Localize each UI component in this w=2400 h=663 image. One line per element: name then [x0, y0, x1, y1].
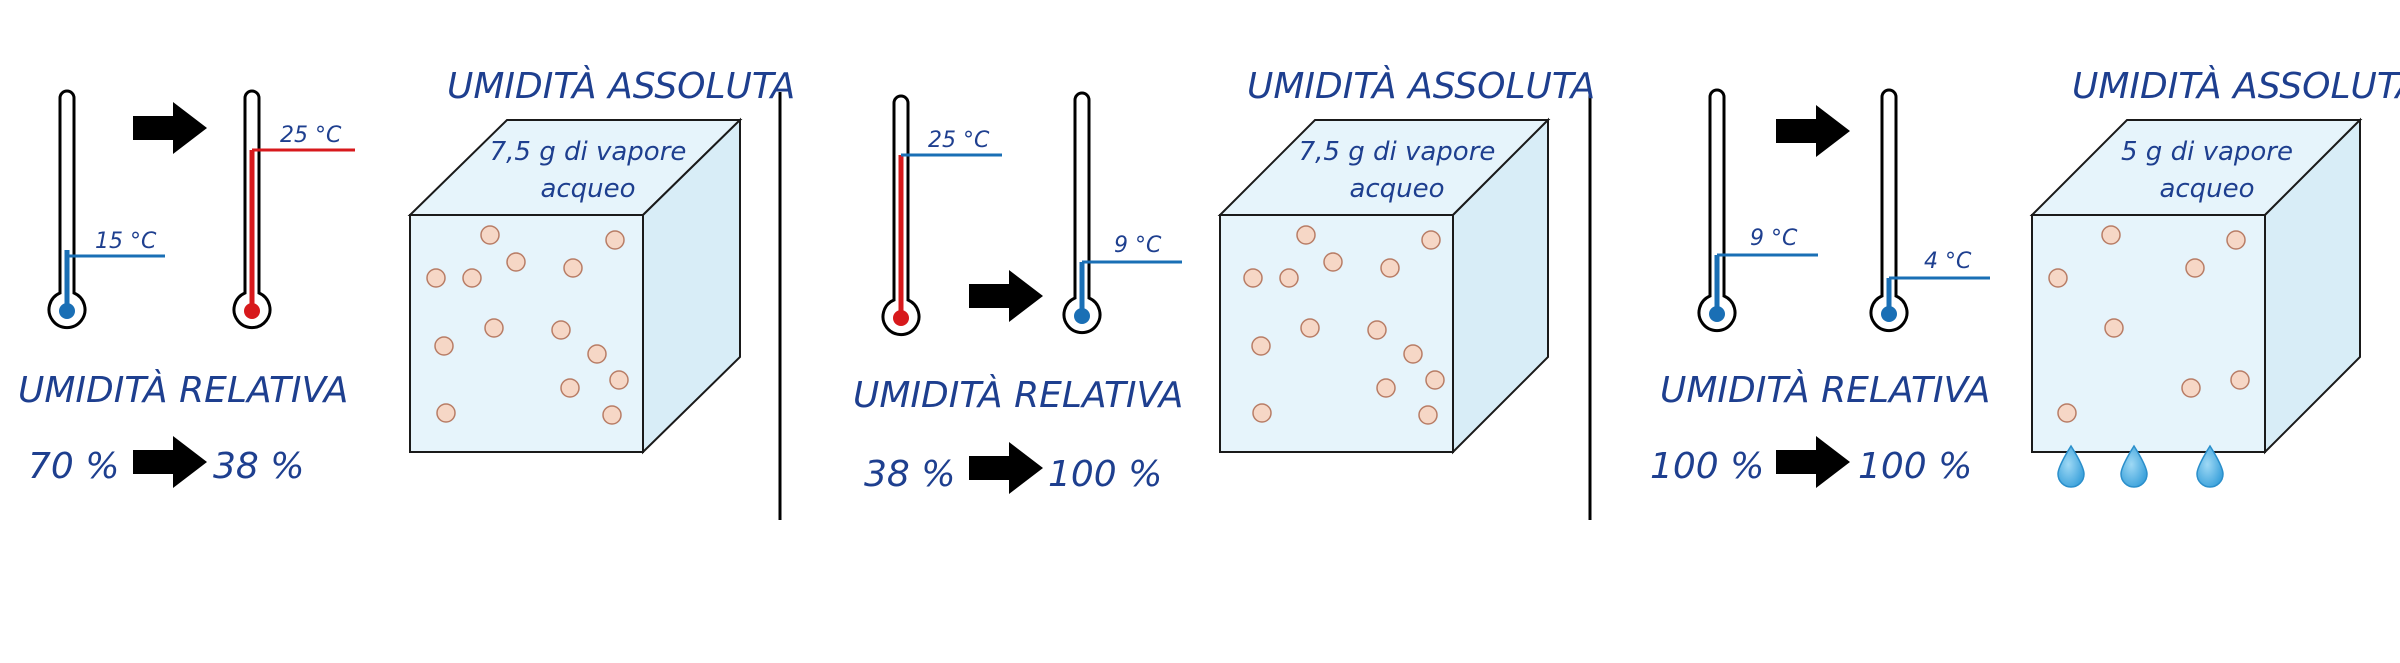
arrow-right-icon	[1776, 436, 1850, 488]
panel-1: 15 °C 25 °C UMIDITÀ ASSOLUTA UMIDITÀ REL…	[18, 65, 795, 488]
thermometer-start: 9 °C	[1697, 88, 1818, 333]
vapor-particle	[563, 258, 583, 278]
vapor-particle	[2101, 225, 2121, 245]
rh-end-value: 38 %	[213, 446, 304, 487]
panel-2: 25 °C 9 °C UMIDITÀ ASSOLUTA UMIDITÀ RELA…	[853, 65, 1595, 495]
arrow-right-icon	[133, 102, 207, 154]
vapor-particle	[1403, 344, 1423, 364]
thermometer-end: 25 °C	[232, 89, 355, 330]
air-cube: 5 g di vapore acqueo	[2029, 117, 2363, 488]
absolute-humidity-heading: UMIDITÀ ASSOLUTA	[1247, 65, 1595, 107]
vapor-amount-line2: acqueo	[2159, 174, 2254, 204]
arrow-right-icon	[133, 436, 207, 488]
vapor-particle	[605, 230, 625, 250]
vapor-particle	[506, 252, 526, 272]
absolute-humidity-heading: UMIDITÀ ASSOLUTA	[2072, 65, 2400, 107]
water-drop-icon	[2057, 444, 2085, 488]
vapor-particle	[2057, 403, 2077, 423]
temp-start-label: 15 °C	[95, 229, 157, 254]
vapor-particle	[2230, 370, 2250, 390]
vapor-particle	[480, 225, 500, 245]
vapor-particle	[1376, 378, 1396, 398]
thermometer-end: 9 °C	[1062, 91, 1182, 335]
vapor-particle	[1425, 370, 1445, 390]
thermometer-start: 15 °C	[47, 89, 165, 330]
vapor-particle	[1421, 230, 1441, 250]
temp-end-label: 4 °C	[1924, 249, 1972, 274]
temp-end-label: 25 °C	[280, 123, 342, 148]
relative-humidity-heading: UMIDITÀ RELATIVA	[1660, 369, 1990, 411]
vapor-particle	[426, 268, 446, 288]
vapor-particle	[602, 405, 622, 425]
temp-start-label: 9 °C	[1750, 226, 1798, 251]
vapor-particle	[1252, 403, 1272, 423]
rh-start-value: 100 %	[1650, 446, 1764, 487]
relative-humidity-heading: UMIDITÀ RELATIVA	[18, 369, 348, 411]
rh-end-value: 100 %	[1048, 454, 1162, 495]
vapor-particle	[2104, 318, 2124, 338]
vapor-particle	[1300, 318, 1320, 338]
rh-start-value: 38 %	[864, 454, 955, 495]
vapor-amount-line1: 7,5 g di vapore	[1299, 137, 1496, 167]
vapor-particle	[1418, 405, 1438, 425]
vapor-particle	[587, 344, 607, 364]
air-cube: 7,5 g di vapore acqueo	[1217, 117, 1551, 455]
rh-end-value: 100 %	[1858, 446, 1972, 487]
panel-3: 9 °C 4 °C UMIDITÀ ASSOLUTA UMIDITÀ RELAT…	[1650, 65, 2400, 488]
water-droplets	[2057, 444, 2224, 488]
temp-end-label: 9 °C	[1114, 233, 1162, 258]
vapor-particle	[1251, 336, 1271, 356]
vapor-particle	[551, 320, 571, 340]
absolute-humidity-heading: UMIDITÀ ASSOLUTA	[447, 65, 795, 107]
vapor-particle	[436, 403, 456, 423]
temp-start-label: 25 °C	[928, 128, 990, 153]
vapor-particle	[1243, 268, 1263, 288]
vapor-particle	[1380, 258, 1400, 278]
vapor-particle	[2048, 268, 2068, 288]
vapor-particle	[609, 370, 629, 390]
vapor-particle	[560, 378, 580, 398]
vapor-amount-line2: acqueo	[540, 174, 635, 204]
arrow-right-icon	[969, 270, 1043, 322]
vapor-particle	[462, 268, 482, 288]
thermometer-end: 4 °C	[1869, 88, 1990, 333]
water-drop-icon	[2196, 444, 2224, 488]
arrow-right-icon	[1776, 105, 1850, 157]
vapor-particle	[1367, 320, 1387, 340]
vapor-particle	[2226, 230, 2246, 250]
air-cube: 7,5 g di vapore acqueo	[407, 117, 743, 455]
vapor-particle	[1323, 252, 1343, 272]
water-drop-icon	[2120, 444, 2148, 488]
relative-humidity-heading: UMIDITÀ RELATIVA	[853, 374, 1183, 416]
vapor-particle	[2181, 378, 2201, 398]
vapor-particle	[2185, 258, 2205, 278]
vapor-particle	[484, 318, 504, 338]
vapor-particle	[1296, 225, 1316, 245]
arrow-right-icon	[969, 442, 1043, 494]
rh-start-value: 70 %	[28, 446, 119, 487]
thermometer-start: 25 °C	[881, 94, 1002, 337]
vapor-particle	[1279, 268, 1299, 288]
vapor-amount-line2: acqueo	[1349, 174, 1444, 204]
vapor-amount-line1: 7,5 g di vapore	[490, 137, 687, 167]
vapor-particle	[434, 336, 454, 356]
vapor-amount-line1: 5 g di vapore	[2121, 137, 2293, 167]
